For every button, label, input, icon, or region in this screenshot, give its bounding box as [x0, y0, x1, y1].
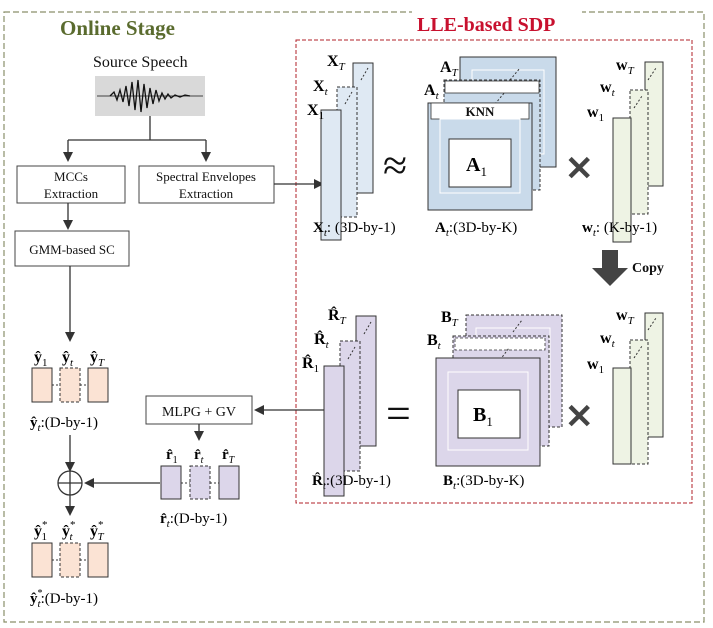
times-symbol-bottom: ✕	[565, 399, 594, 436]
x-vectors-stack	[320, 62, 374, 241]
b-matrix-stack	[435, 314, 563, 467]
mccs-extraction-box	[16, 165, 126, 204]
r-hat-t-label: r̂t	[194, 447, 204, 466]
sdp-title: LLE-based SDP	[417, 14, 555, 36]
y-hat-vectors	[31, 367, 109, 403]
r-vectors-stack	[323, 315, 377, 497]
a1-label: A1	[466, 154, 487, 179]
w-vectors-top	[612, 61, 664, 243]
gmm-sc-label: GMM-based SC	[29, 242, 115, 257]
mccs-extraction-line2: Extraction	[44, 186, 99, 201]
online-stage-frame	[3, 11, 705, 623]
online-stage-title: Online Stage	[60, 16, 175, 40]
knn-label: KNN	[466, 104, 496, 119]
r-hat-1-label: r̂1	[166, 447, 178, 466]
b1-label: B1	[473, 404, 493, 429]
y-star-1-label: ŷ*1	[34, 519, 48, 543]
a-t-label: At	[424, 82, 440, 102]
equals-symbol: =	[386, 389, 411, 438]
y-hat-dimension: ŷt:(D-by-1)	[30, 415, 98, 434]
mlpg-gv-label: MLPG + GV	[162, 405, 236, 420]
y-hat-1-label: ŷ1	[34, 349, 48, 369]
spectral-extraction-line1: Spectral Envelopes	[156, 169, 256, 184]
spectral-extraction-line2: Extraction	[179, 186, 234, 201]
plus-circle	[57, 470, 83, 496]
w-1-label-top: w1	[587, 104, 604, 124]
b-T-label: BT	[441, 309, 459, 329]
w-dimension: wt: (K-by-1)	[582, 220, 657, 239]
r-hat-T-label: r̂T	[222, 447, 236, 466]
x-T-label: XT	[327, 53, 346, 73]
y-star-dimension: ŷ*t:(D-by-1)	[30, 588, 98, 610]
y-star-T-label: ŷ*T	[90, 519, 105, 543]
spectral-extraction-box	[138, 165, 275, 204]
y-star-vectors	[31, 542, 109, 578]
approx-symbol: ≈	[383, 141, 407, 190]
r-T-label: R̂T	[328, 306, 347, 328]
y-hat-T-label: ŷT	[90, 349, 105, 369]
r-hat-dimension: r̂t:(D-by-1)	[160, 511, 227, 530]
b-dimension: Bt:(3D-by-K)	[443, 473, 524, 492]
x-t-label: Xt	[313, 78, 329, 98]
copy-arrow	[592, 250, 628, 286]
mccs-extraction-line1: MCCs	[54, 169, 88, 184]
w-t-label-top: wt	[600, 79, 616, 99]
a-dimension: At:(3D-by-K)	[435, 220, 517, 239]
waveform-split-connector	[67, 116, 207, 160]
w-t-label-bottom: wt	[600, 330, 616, 350]
times-symbol-top: ✕	[565, 151, 594, 188]
w-1-label-bottom: w1	[587, 356, 604, 376]
r-1-label: R̂1	[302, 354, 319, 376]
w-T-label-bottom: wT	[616, 307, 635, 327]
waveform-image	[95, 76, 205, 116]
y-hat-t-label: ŷt	[62, 349, 74, 369]
copy-label: Copy	[632, 261, 664, 276]
mlpg-gv-box	[145, 395, 253, 425]
sdp-frame	[295, 39, 693, 504]
y-star-t-label: ŷ*t	[62, 519, 76, 543]
w-vectors-bottom	[612, 312, 664, 465]
b-t-label: Bt	[427, 332, 442, 352]
gmm-sc-box	[14, 230, 130, 267]
source-speech-label: Source Speech	[93, 54, 188, 71]
w-T-label-top: wT	[616, 57, 635, 77]
x-1-label: X1	[307, 102, 324, 122]
r-dimension: R̂t:(3D-by-1)	[312, 472, 391, 492]
r-t-label: R̂t	[314, 330, 330, 352]
a-T-label: AT	[440, 59, 459, 79]
r-hat-vectors	[160, 465, 240, 500]
x-dimension: Xt: (3D-by-1)	[313, 220, 396, 239]
a-matrix-stack	[427, 56, 557, 211]
